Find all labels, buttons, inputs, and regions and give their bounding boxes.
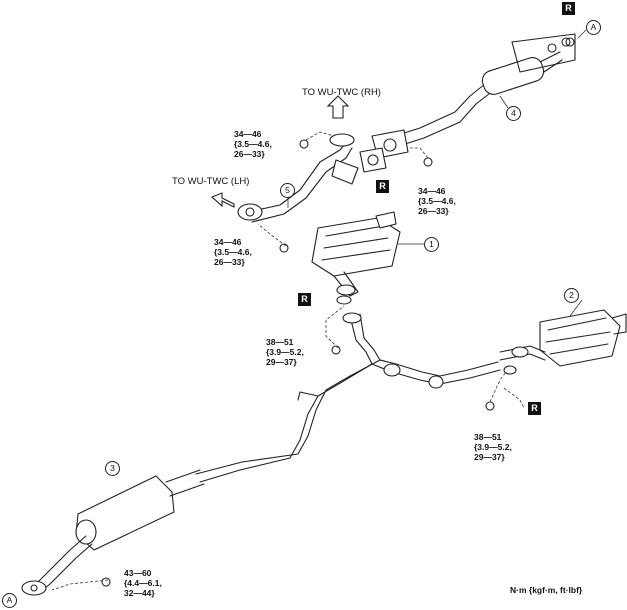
direction-label-lh: TO WU-TWC (LH) <box>172 176 250 187</box>
marker-a-bottom: A <box>2 593 17 608</box>
middle-pipe <box>349 315 373 365</box>
replace-badge-2: R <box>376 180 389 193</box>
front-pipe-resonator <box>481 57 545 95</box>
pipe-5 <box>247 139 349 213</box>
torque-spec-2: 34—46 {3.5—4.6, 26—33} <box>418 186 456 216</box>
torque-spec-4: 38—51 {3.9—5.2, 29—37} <box>266 337 304 367</box>
replace-badge-4: R <box>528 402 541 415</box>
torque-spec-3: 34—46 {3.5—4.6, 26—33} <box>214 237 252 267</box>
direction-label-rh: TO WU-TWC (RH) <box>302 87 381 98</box>
main-silencer <box>539 309 621 367</box>
replace-badge-3: R <box>298 293 311 306</box>
replace-badge-1: R <box>562 2 575 15</box>
callout-1: 1 <box>424 237 439 252</box>
arrow-to-lh <box>210 192 235 208</box>
callout-3: 3 <box>105 461 120 476</box>
torque-spec-1: 34—46 {3.5—4.6, 26—33} <box>234 129 272 159</box>
arrow-to-rh <box>326 95 350 119</box>
callout-4: 4 <box>506 106 521 121</box>
torque-spec-5: 38—51 {3.9—5.2, 29—37} <box>474 432 512 462</box>
callout-2: 2 <box>564 288 579 303</box>
torque-spec-6: 43—60 {4.4—6.1, 32—44} <box>124 568 162 598</box>
units-legend: N·m {kgf·m, ft·lbf} <box>510 585 583 595</box>
callout-5: 5 <box>280 183 295 198</box>
marker-a-top: A <box>586 20 601 35</box>
